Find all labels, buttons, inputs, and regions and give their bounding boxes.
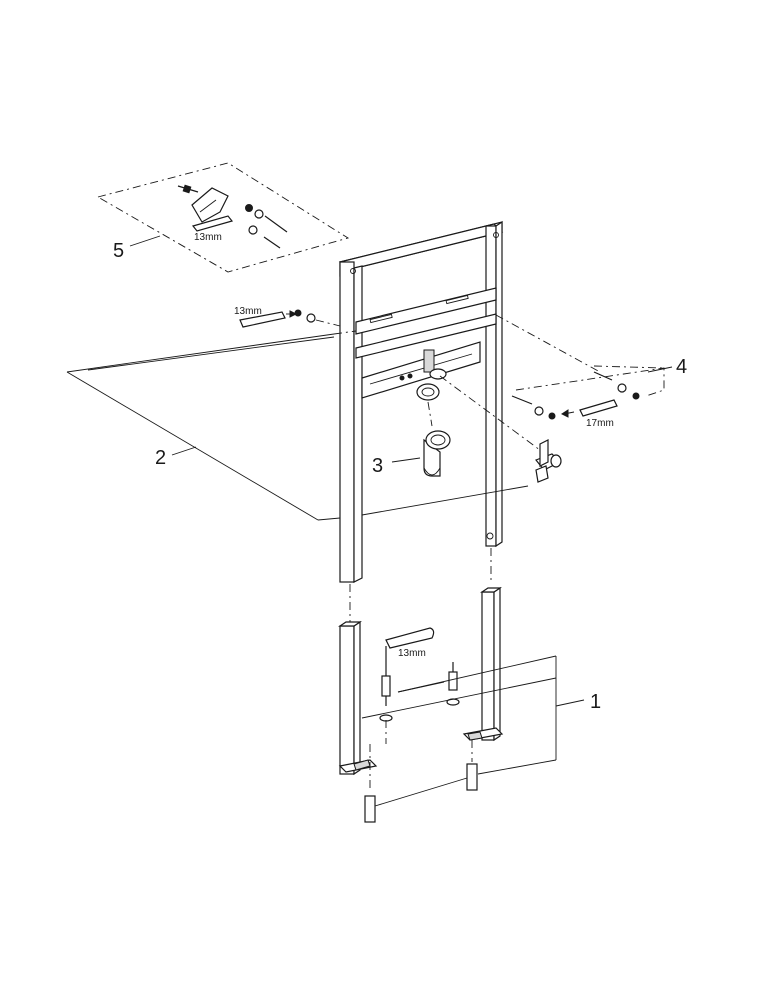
side-bolt	[511, 395, 533, 405]
nut-top	[294, 309, 302, 317]
wrench-icon-side	[579, 399, 618, 417]
left-foot	[338, 620, 378, 776]
wrench-icon-foot	[385, 627, 435, 649]
callout-3: 3	[372, 455, 383, 477]
mounting-frame	[338, 220, 504, 583]
wrench-label-wall-kit: 13mm	[194, 232, 222, 243]
foot-assembly-group: 13mm 1	[338, 586, 601, 823]
water-connection-fitting	[416, 349, 447, 401]
side-fixing-group: 17mm 4	[439, 314, 687, 483]
wall-kit-group: 13mm 5	[96, 162, 350, 273]
dowel-left	[364, 795, 376, 823]
frame-mounting-plate	[361, 341, 481, 399]
angle-valve	[535, 439, 562, 483]
wall-kit-outline	[96, 162, 350, 273]
wrench-icon	[191, 215, 234, 232]
washer	[254, 209, 264, 219]
callout-4: 4	[676, 356, 687, 378]
side-kit-outline	[515, 367, 665, 397]
frame-right-upright	[485, 225, 497, 547]
nut	[245, 204, 253, 212]
dowel-right	[466, 763, 478, 791]
callout-5: 5	[113, 240, 124, 262]
wrench-label-top-fixing: 13mm	[234, 306, 262, 317]
wrench-label-foot: 13mm	[398, 648, 426, 659]
frame-cross-bar-upper	[355, 287, 497, 335]
threaded-rod	[264, 215, 288, 233]
frame-cross-bar-middle	[355, 313, 497, 359]
top-fixing-group: 13mm	[234, 306, 341, 328]
side-bolt-upper	[593, 371, 613, 381]
panel-plane: 2	[66, 330, 529, 521]
callout-1: 1	[590, 691, 601, 713]
callout-2: 2	[155, 447, 166, 469]
wrench-label-side-fixing: 17mm	[586, 418, 614, 429]
wrench-icon-top	[239, 311, 286, 328]
elbow-fitting-group: 3	[372, 401, 451, 477]
screw	[263, 236, 281, 249]
washer-top	[306, 313, 316, 323]
frame-left-upright	[339, 261, 355, 583]
right-foot	[462, 586, 504, 742]
